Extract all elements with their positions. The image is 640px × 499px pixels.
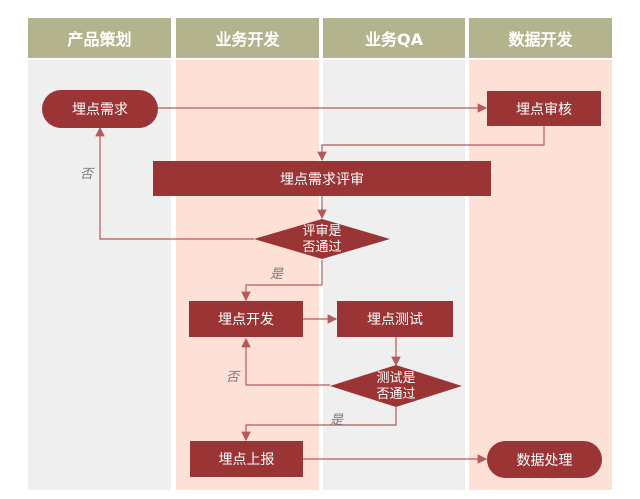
edge-audit-review [317,126,545,162]
node-req: 埋点需求 [42,90,158,128]
label-review-yes: 是 [270,267,284,282]
node-process: 数据处理 [487,441,602,478]
lane-header-dev: 业务开发 [176,18,319,58]
edge-review-no [95,126,254,240]
node-dev: 埋点开发 [189,301,303,337]
edge-test-yes [241,407,397,442]
node-test: 埋点测试 [337,301,453,337]
review-decision-diamond [254,219,390,259]
edge-test-no [241,337,330,386]
lane-bg-data [469,60,612,490]
lane-header-qa: 业务QA [323,18,465,58]
lane-header-data: 数据开发 [469,18,612,58]
review-decision-label-line1: 评审是 [302,224,342,239]
lane-bg-qa [323,60,465,490]
lane-header-product: 产品策划 [28,18,171,58]
node-review: 埋点需求评审 [153,161,491,196]
test-decision-label-line2: 否通过 [376,387,416,402]
node-audit: 埋点审核 [487,91,601,126]
edge-review-yes [241,260,323,302]
lane-bg-dev [176,60,319,490]
test-decision-label-line1: 测试是 [376,371,416,386]
review-decision-label-line2: 否通过 [302,240,342,255]
label-test-yes: 是 [330,413,344,428]
label-review-no: 否 [80,167,94,182]
test-decision-diamond [330,365,462,407]
node-report: 埋点上报 [190,441,303,477]
label-test-no: 否 [226,370,240,385]
